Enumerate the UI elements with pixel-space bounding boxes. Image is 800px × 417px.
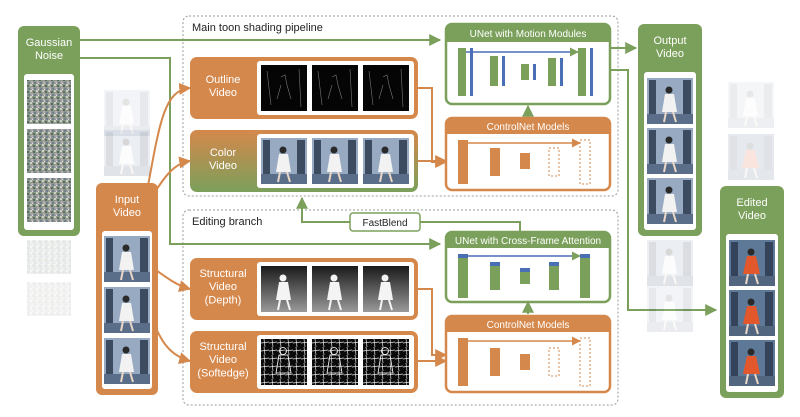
noise-frame-icon xyxy=(27,178,71,222)
input-to-outline-arrow xyxy=(147,82,192,187)
faded-frame-icon xyxy=(727,133,775,181)
depth-map-icon xyxy=(311,265,359,313)
unet-motion-node: UNet with Motion Modules xyxy=(444,22,612,106)
depth-to-controlnet-arrow xyxy=(418,288,448,361)
video-frame-icon xyxy=(260,137,308,185)
video-frame-icon xyxy=(646,127,694,175)
editing-branch-title: Editing branch xyxy=(192,216,262,228)
main-pipeline-title: Main toon shading pipeline xyxy=(192,22,323,34)
video-frame-icon xyxy=(103,286,151,334)
video-frame-icon xyxy=(646,77,694,125)
controlnet-top-label: ControlNet Models xyxy=(487,122,570,133)
faded-frame-icon xyxy=(646,239,694,287)
edge-map-icon xyxy=(260,64,308,112)
video-frame-icon xyxy=(311,137,359,185)
video-frame-icon xyxy=(728,289,776,337)
main-pipeline-frame xyxy=(182,15,619,197)
video-frame-icon xyxy=(646,177,694,225)
edge-map-icon xyxy=(362,338,410,386)
noise-frame-icon xyxy=(27,80,71,124)
video-frame-icon xyxy=(728,339,776,387)
depth-map-icon xyxy=(260,265,308,313)
edge-map-icon xyxy=(311,64,359,112)
edge-map-icon xyxy=(260,338,308,386)
noise-frame-icon xyxy=(27,129,71,173)
unet-cross-node: UNet with Cross-Frame Attention xyxy=(444,230,612,304)
depth-map-icon xyxy=(362,265,410,313)
edge-map-icon xyxy=(311,338,359,386)
controlnet-bottom-label: ControlNet Models xyxy=(487,320,570,331)
editing-branch-frame xyxy=(182,209,619,406)
faded-frame-icon xyxy=(646,285,694,333)
video-frame-icon xyxy=(728,239,776,287)
noise-to-unet-cross-arrow xyxy=(80,57,442,250)
video-frame-icon xyxy=(103,235,151,283)
controlnet-bottom-node: ControlNet Models xyxy=(444,314,612,394)
unet-motion-label: UNet with Motion Modules xyxy=(470,29,587,40)
faded-noise-icon xyxy=(27,282,71,316)
fastblend-node: FastBlend xyxy=(349,212,421,232)
faded-frame-icon xyxy=(103,89,151,137)
outline-to-controlnet-arrow xyxy=(418,87,448,168)
video-frame-icon xyxy=(362,137,410,185)
unet-cross-label: UNet with Cross-Frame Attention xyxy=(455,236,601,247)
video-frame-icon xyxy=(103,337,151,385)
faded-noise-icon xyxy=(27,240,71,274)
faded-frame-icon xyxy=(727,81,775,129)
faded-frame-icon xyxy=(103,129,151,177)
controlnet-top-node: ControlNet Models xyxy=(444,116,612,192)
fastblend-label: FastBlend xyxy=(362,218,407,229)
edge-map-icon xyxy=(362,64,410,112)
